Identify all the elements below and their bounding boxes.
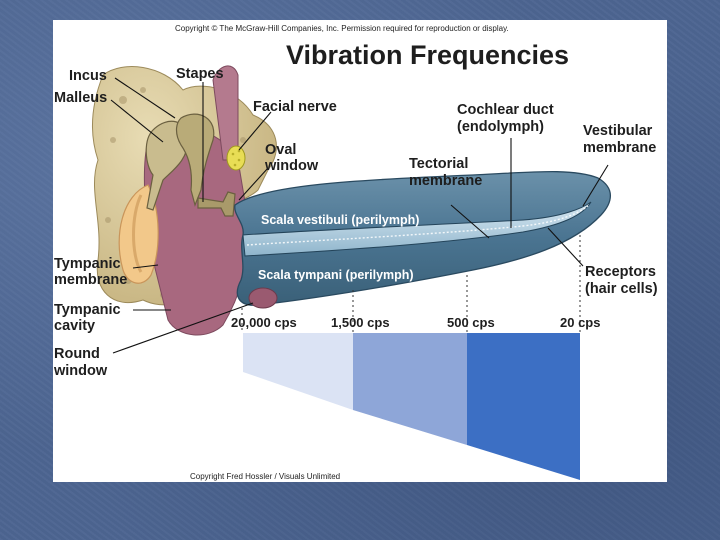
label-tympanic-membrane: Tympanic membrane: [54, 256, 127, 288]
label-incus: Incus: [69, 68, 107, 84]
round-window-shape: [248, 287, 278, 309]
tympanic-membrane-shape: [118, 184, 159, 284]
frequency-guides: [241, 235, 581, 332]
eardrum-rim: [132, 194, 143, 273]
label-cochlear-duct: Cochlear duct (endolymph): [457, 102, 558, 135]
freq-band-high: [243, 333, 353, 410]
cochlear-duct-shape: [242, 201, 592, 257]
label-stapes: Stapes: [176, 66, 224, 82]
freq-band-low: [467, 333, 580, 480]
label-facial-nerve: Facial nerve: [253, 99, 337, 115]
facial-nerve-shape: [226, 145, 246, 171]
basilar-membrane: [246, 205, 589, 246]
label-malleus: Malleus: [54, 90, 107, 106]
freq-label-20: 20 cps: [560, 315, 600, 330]
copyright-bottom: Copyright Fred Hossler / Visuals Unlimit…: [190, 472, 340, 481]
label-vestibular-membrane: Vestibular membrane: [583, 123, 656, 156]
freq-label-1500: 1,500 cps: [331, 315, 390, 330]
stapes-shape: [197, 191, 236, 217]
freq-label-500: 500 cps: [447, 315, 495, 330]
freq-label-20000: 20,000 cps: [231, 315, 297, 330]
label-receptors: Receptors (hair cells): [585, 264, 660, 297]
cochlea-diagram: Copyright © The McGraw-Hill Companies, I…: [53, 24, 660, 481]
label-tympanic-cavity: Tympanic cavity: [54, 302, 125, 334]
label-round-window: Round window: [53, 346, 108, 379]
copyright-top: Copyright © The McGraw-Hill Companies, I…: [175, 24, 509, 33]
label-oval-window: Oval window: [264, 142, 319, 174]
leader-lines: [110, 77, 609, 354]
scala-tympani-label: Scala tympani (perilymph): [258, 268, 414, 282]
slide: Copyright © The McGraw-Hill Companies, I…: [53, 20, 667, 482]
scala-vestibuli-label: Scala vestibuli (perilymph): [261, 213, 419, 227]
freq-band-mid: [353, 333, 467, 445]
label-tectorial-membrane: Tectorial membrane: [409, 156, 482, 189]
page-title: Vibration Frequencies: [286, 40, 569, 70]
